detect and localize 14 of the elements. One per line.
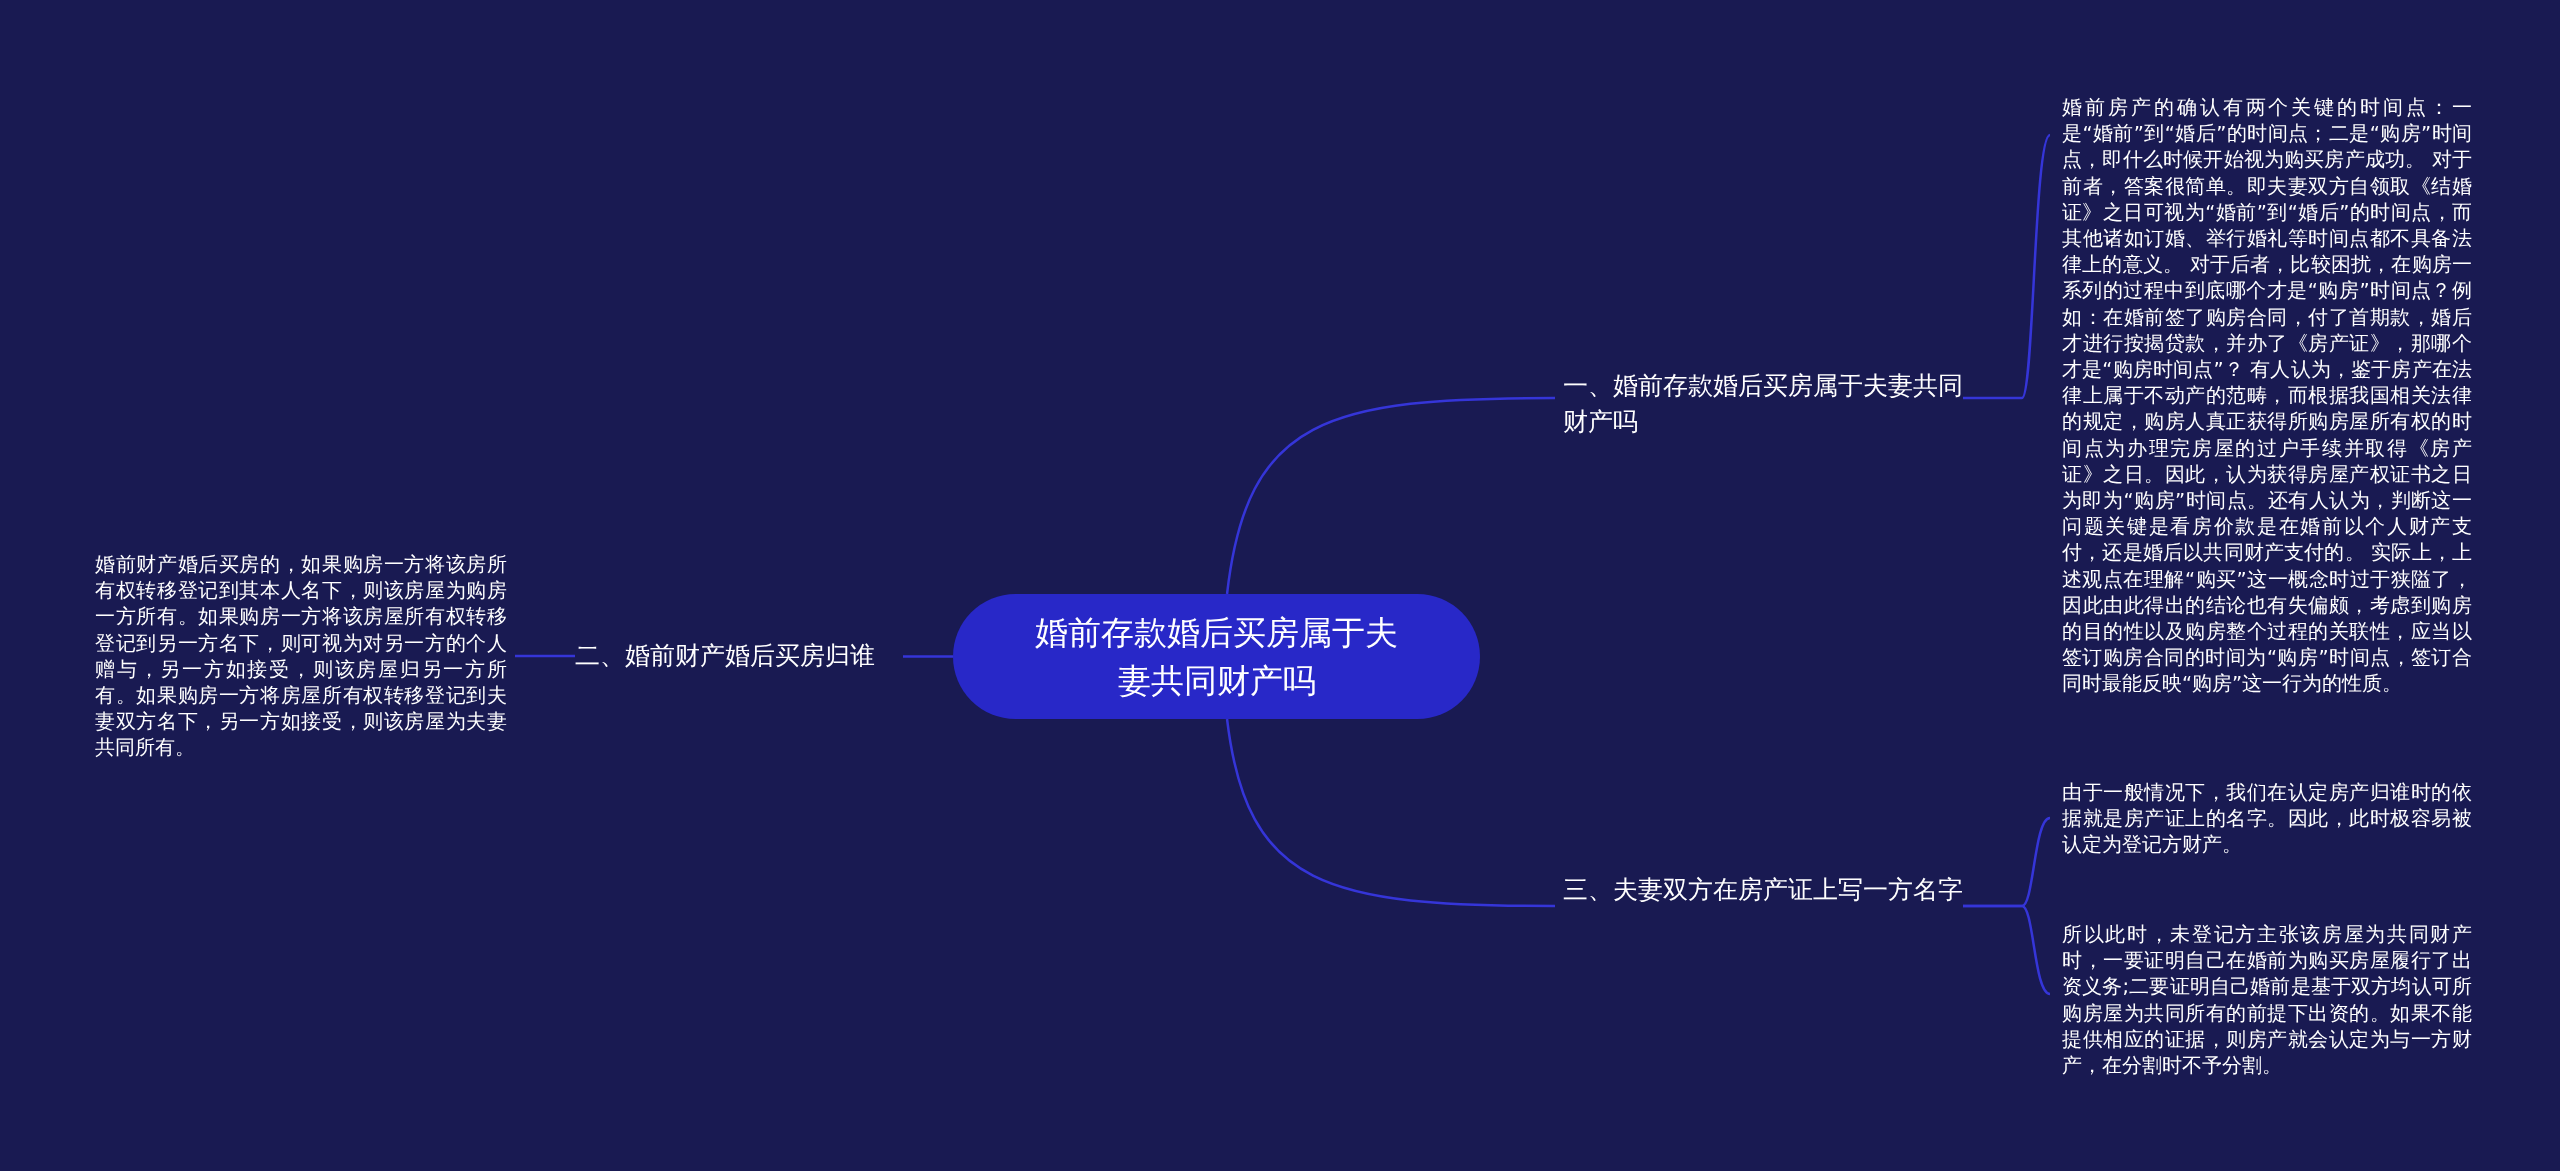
topic-box: 婚前存款婚后买房属于夫妻共同财产吗 [953, 594, 1480, 719]
note-text: 由于一般情况下，我们在认定房产归谁时的依据就是房产证上的名字。因此，此时极容易被认定为登记方财产。 [2062, 780, 2472, 859]
note-text: 婚前财产婚后买房的，如果购房一方将该房所有权转移登记到其本人名下，则该房屋为购房一方所有。如果购房一方将该房屋所有权转移登记到另一方名下，则可视为对另一方的个人赠与，另一方如接受，则该房屋归另一方所有。如果购房一方将房屋所有权转移登记到夫妻双方名下，另一方如接受，则该房屋为夫妻共同所有。 [95, 552, 507, 762]
connector-line [1225, 396, 1555, 595]
branch-label: 二、婚前财产婚后买房归谁 [575, 638, 895, 674]
connector-line [1963, 904, 2051, 996]
connector-line [1225, 718, 1555, 908]
connector-line [903, 655, 953, 658]
branch-label: 三、夫妻双方在房产证上写一方名字 [1563, 872, 1963, 908]
connector-line [515, 654, 575, 658]
branch-label: 一、婚前存款婚后买房属于夫妻共同财产吗 [1563, 368, 1963, 440]
note-text: 婚前房产的确认有两个关键的时间点：一是“婚前”到“婚后”的时间点；二是“购房”时间点，即什么时候开始视为购买房产成功。 对于前者，答案很简单。即夫妻双方自领取《结婚证》之日可视为“婚前”到“婚后”的时间点，而其他诸如订婚、举行婚礼等时间点都不具备法律上的意义。 对于后者，比较困扰，在购房一系列的过程中到底哪个才是“购房”时间点？例如：在婚前签了购房合同，付了首期款，婚后才进行按揭贷款，并办了《房产证》，那哪个才是“购房时间点”？ 有人认为，鉴于房产在法律上属于不动产的范畴，而根据我国相关法律的规定，购房人真正获得所购房屋所有权的时间点为办理完房屋的过户手续并取得《房产证》之日。因此，认为获得房屋产权证书之日为即为“购房”时间点。还有人认为，判断这一问题关键是看房价款是在婚前以个人财产支付，还是婚后以共同财产支付的。 实际上，上述观点在理解“购买”这一概念时过于狭隘了，因此由此得出的结论也有失偏颇，考虑到购房的目的性以及购房整个过程的关联性，应当以签订购房合同的时间为“购房”时间点，签订合同时最能反映“购房”这一行为的性质。 [2062, 95, 2472, 698]
note-text: 所以此时，未登记方主张该房屋为共同财产时，一要证明自己在婚前为购买房屋履行了出资义务;二要证明自己婚前是基于双方均认可所购房屋为共同所有的前提下出资的。如果不能提供相应的证据，则房产就会认定为与一方财产，在分割时不予分割。 [2062, 922, 2472, 1080]
connector-line [1963, 134, 2051, 400]
